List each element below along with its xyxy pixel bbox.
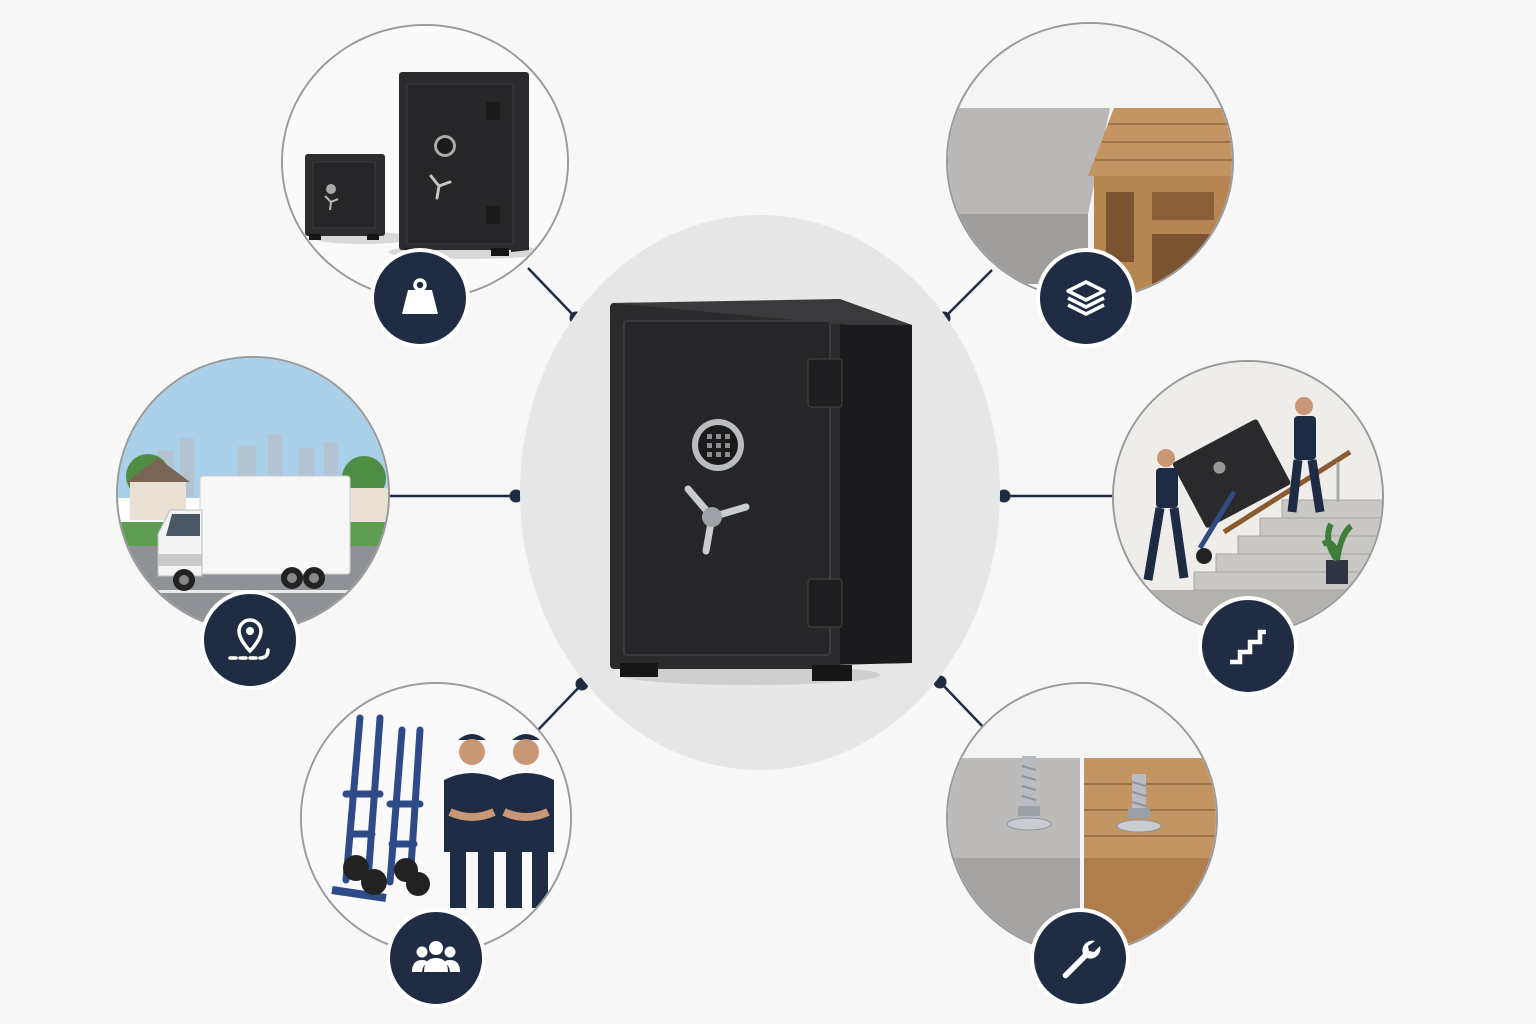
- layers-icon: [1036, 248, 1136, 348]
- two-safes-image: [283, 26, 567, 298]
- connector-dot: [509, 489, 523, 503]
- stairs-icon: [1198, 596, 1298, 696]
- connector-dot: [997, 489, 1011, 503]
- node-anchoring: [946, 682, 1218, 954]
- connector-floor-type: [943, 269, 993, 319]
- map-pin-route-icon: [200, 590, 300, 690]
- weight-icon: [370, 248, 470, 348]
- movers-with-dollies-image: [302, 684, 570, 952]
- node-size-weight: [281, 24, 569, 300]
- connector-anchoring: [939, 681, 987, 731]
- node-stairs-access: [1112, 360, 1384, 634]
- movers-on-stairs-image: [1114, 362, 1382, 632]
- connector-crew-equipment: [537, 683, 583, 731]
- safe-icon: [600, 295, 920, 695]
- wrench-icon: [1030, 908, 1130, 1008]
- anchor-bolts-image: [948, 684, 1216, 952]
- team-icon: [386, 908, 486, 1008]
- connector-size-weight: [527, 267, 577, 319]
